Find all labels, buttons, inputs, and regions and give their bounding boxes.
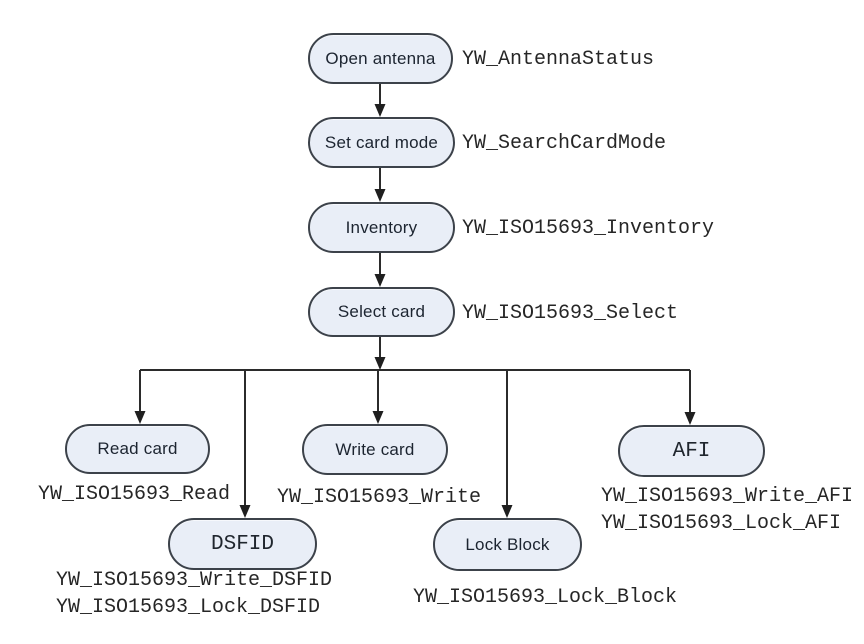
node-select-card: Select card bbox=[308, 287, 455, 337]
api-label-set-card-mode: YW_SearchCardMode bbox=[462, 132, 667, 155]
api-label-afi-lock: YW_ISO15693_Lock_AFI bbox=[601, 512, 842, 535]
api-label-write-card: YW_ISO15693_Write bbox=[277, 486, 482, 509]
node-inventory-label: Inventory bbox=[345, 217, 418, 237]
api-label-select-card: YW_ISO15693_Select bbox=[462, 302, 679, 325]
node-write-card-label: Write card bbox=[335, 439, 415, 459]
api-label-dsfid-write: YW_ISO15693_Write_DSFID bbox=[56, 569, 333, 592]
node-inventory: Inventory bbox=[308, 202, 455, 253]
node-set-card-mode-label: Set card mode bbox=[324, 132, 439, 152]
api-label-inventory: YW_ISO15693_Inventory bbox=[462, 217, 715, 240]
api-label-afi-write: YW_ISO15693_Write_AFI bbox=[601, 485, 854, 508]
api-label-dsfid: YW_ISO15693_Write_DSFID YW_ISO15693_Lock… bbox=[56, 567, 332, 621]
node-read-card: Read card bbox=[65, 424, 210, 474]
node-dsfid-label: DSFID bbox=[210, 532, 274, 556]
node-afi-label: AFI bbox=[672, 439, 711, 463]
node-open-antenna-label: Open antenna bbox=[325, 48, 436, 68]
api-label-lock-block: YW_ISO15693_Lock_Block bbox=[413, 586, 678, 609]
api-label-afi: YW_ISO15693_Write_AFI YW_ISO15693_Lock_A… bbox=[601, 483, 853, 537]
node-lock-block: Lock Block bbox=[433, 518, 582, 571]
node-write-card: Write card bbox=[302, 424, 448, 475]
api-label-dsfid-lock: YW_ISO15693_Lock_DSFID bbox=[56, 596, 321, 619]
node-select-card-label: Select card bbox=[337, 302, 426, 321]
node-set-card-mode: Set card mode bbox=[308, 117, 455, 168]
node-read-card-label: Read card bbox=[97, 439, 178, 458]
api-label-read-card: YW_ISO15693_Read bbox=[38, 483, 231, 506]
api-label-open-antenna: YW_AntennaStatus bbox=[462, 48, 655, 71]
node-open-antenna: Open antenna bbox=[308, 33, 453, 84]
node-dsfid: DSFID bbox=[168, 518, 317, 570]
node-afi: AFI bbox=[618, 425, 765, 477]
node-lock-block-label: Lock Block bbox=[465, 534, 550, 554]
